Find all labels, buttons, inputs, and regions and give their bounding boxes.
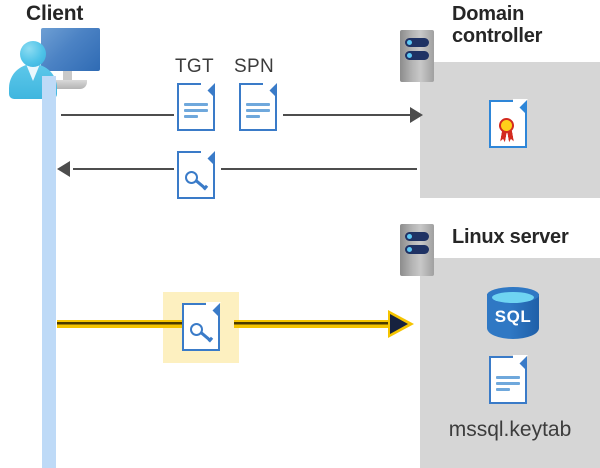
- service-ticket-key-document-icon: [177, 150, 216, 199]
- document-fold-cut: [513, 355, 528, 370]
- server-led-bar-2: [405, 51, 429, 60]
- document-text-line: [246, 109, 270, 112]
- tgt-document-icon: [177, 82, 216, 131]
- sql-label: SQL: [494, 307, 532, 326]
- request-arrow-segment-right: [283, 114, 414, 116]
- document-text-line: [184, 115, 198, 118]
- monitor-neck: [63, 71, 72, 82]
- document-text-line: [184, 109, 208, 112]
- certificate-document-icon: [489, 99, 528, 148]
- database-cylinder-top-inner: [492, 292, 534, 303]
- linux-server-title: Linux server: [452, 226, 569, 248]
- certificate-seal: [499, 118, 514, 133]
- ticket-flow-arrow-head: [390, 314, 408, 334]
- database-cylinder-top: [487, 287, 539, 303]
- server-led-bar-1: [405, 38, 429, 47]
- sql-database-icon: SQL: [487, 285, 539, 343]
- monitor-base: [49, 80, 87, 89]
- server-led-bar-2: [405, 245, 429, 254]
- document-fold-cut: [263, 82, 278, 97]
- reply-arrow-head: [57, 161, 70, 177]
- client-title: Client: [26, 2, 84, 25]
- key-ring: [185, 171, 198, 184]
- domain-controller-title-line2: controller: [452, 25, 543, 48]
- ticket-flow-arrow-segment-right: [234, 320, 394, 328]
- domain-controller-title: Domain controller: [452, 3, 582, 48]
- document-text-line: [184, 103, 208, 106]
- document-fold-cut: [201, 82, 216, 97]
- user-head: [20, 41, 46, 67]
- presented-ticket-key-document-icon: [182, 302, 221, 351]
- document-text-line: [496, 382, 520, 385]
- client-lifeline: [42, 76, 56, 468]
- domain-controller-server-icon: [400, 30, 434, 82]
- document-text-line: [246, 103, 270, 106]
- document-text-line: [496, 388, 510, 391]
- keytab-document-icon: [489, 355, 528, 404]
- monitor-screen: [41, 28, 100, 71]
- ticket-flow-arrow-segment-left: [57, 320, 185, 328]
- document-fold-cut: [513, 99, 528, 114]
- reply-arrow-segment-left: [73, 168, 174, 170]
- key-ring: [190, 323, 203, 336]
- linux-server-icon: [400, 224, 434, 276]
- server-led-bar-1: [405, 232, 429, 241]
- request-arrow-segment-left: [61, 114, 174, 116]
- keytab-filename-label: mssql.keytab: [448, 418, 572, 441]
- document-sheet: [239, 83, 277, 131]
- request-arrow-head: [410, 107, 423, 123]
- document-text-line: [246, 115, 260, 118]
- document-fold-cut: [201, 150, 216, 165]
- tgt-label: TGT: [175, 56, 214, 77]
- domain-controller-title-line1: Domain: [452, 3, 525, 25]
- spn-document-icon: [239, 82, 278, 131]
- spn-label: SPN: [234, 56, 274, 77]
- reply-arrow-segment-right: [221, 168, 417, 170]
- document-text-line: [496, 376, 520, 379]
- user-collar: [26, 64, 40, 81]
- document-fold-cut: [206, 302, 221, 317]
